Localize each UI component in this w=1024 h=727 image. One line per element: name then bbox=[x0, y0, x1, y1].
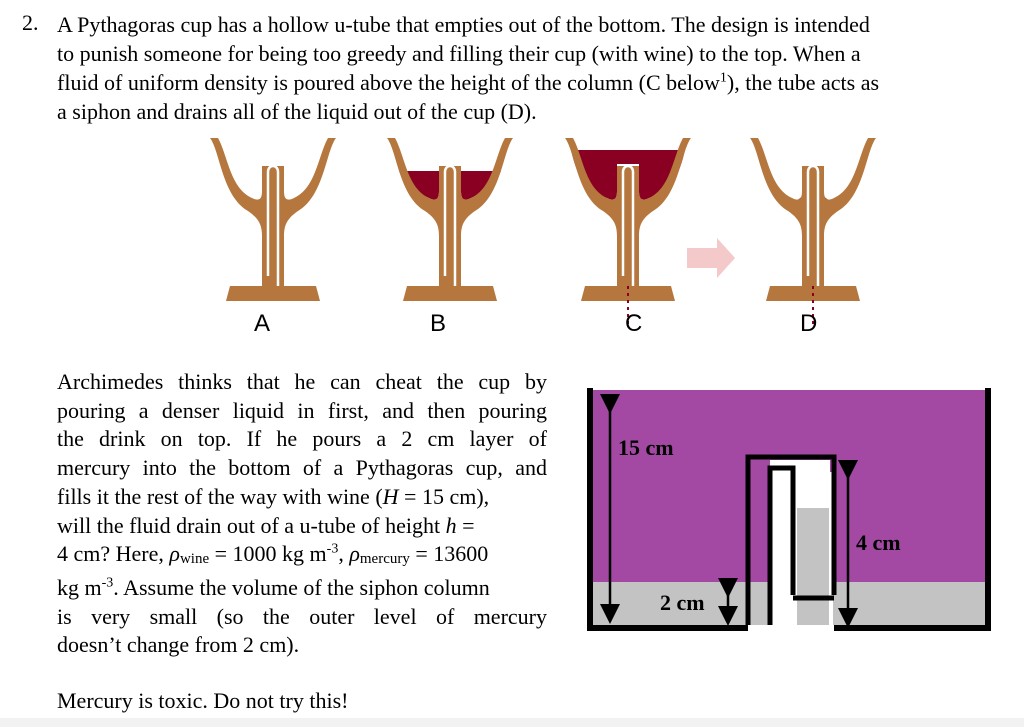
intro-line-1: A Pythagoras cup has a hollow u-tube tha… bbox=[57, 12, 870, 37]
para-line-2: pouring a denser liquid in first, and th… bbox=[57, 397, 547, 423]
exponent-1: -3 bbox=[326, 541, 339, 557]
label-4cm: 4 cm bbox=[856, 530, 901, 555]
intro-line-3: fluid of uniform density is poured above… bbox=[57, 68, 1012, 97]
cup-label-a: A bbox=[254, 310, 270, 337]
cup-label-b: B bbox=[430, 310, 446, 337]
para-line-5b: = 15 cm), bbox=[398, 483, 490, 509]
para-line-9: is very small (so the outer level of mer… bbox=[57, 603, 547, 629]
para-line-3: the drink on top. If he pours a 2 cm lay… bbox=[57, 426, 547, 452]
question-number: 2. bbox=[22, 10, 39, 35]
para-line-7c: , bbox=[338, 541, 350, 567]
para-line-6a: will the fluid drain out of a u-tube of … bbox=[57, 512, 446, 538]
label-2cm: 2 cm bbox=[660, 590, 705, 615]
para-line-6b: = bbox=[456, 512, 475, 538]
question-paragraph: Archimedes thinks that he can cheat the … bbox=[57, 368, 547, 660]
cup-c bbox=[563, 136, 693, 328]
u-tube-inner-wall bbox=[767, 465, 796, 625]
para-line-5a: fills it the rest of the way with wine ( bbox=[57, 483, 383, 509]
cup-label-c: C bbox=[625, 310, 642, 337]
intro-line-4: a siphon and drains all of the liquid ou… bbox=[57, 99, 537, 124]
page-bottom-edge bbox=[0, 718, 1024, 727]
para-line-4: mercury into the bottom of a Pythagoras … bbox=[57, 455, 547, 481]
sub-wine: wine bbox=[179, 551, 210, 568]
footnote-marker: 1 bbox=[719, 70, 727, 86]
container-wall-right-bottom bbox=[834, 388, 991, 631]
symbol-rho-wine: ρ bbox=[169, 541, 180, 567]
u-tube-wall bbox=[745, 454, 837, 625]
cup-label-d: D bbox=[800, 310, 817, 337]
intro-line-3a: fluid of uniform density is poured above… bbox=[57, 70, 720, 95]
transition-arrow bbox=[687, 238, 735, 278]
para-line-6: will the fluid drain out of a u-tube of … bbox=[57, 512, 547, 541]
para-line-8b: . Assume the volume of the siphon column bbox=[113, 574, 490, 600]
para-line-7: 4 cm? Here, ρwine = 1000 kg m-3, ρmercur… bbox=[57, 540, 547, 574]
para-line-8a: kg m bbox=[57, 574, 102, 600]
exponent-2: -3 bbox=[101, 575, 114, 591]
cup-a bbox=[208, 136, 338, 303]
para-line-10: doesn’t change from 2 cm). bbox=[57, 632, 300, 658]
para-line-7d: = 13600 bbox=[409, 541, 489, 567]
para-line-7a: 4 cm? Here, bbox=[57, 541, 170, 567]
intro-line-2: to punish someone for being too greedy a… bbox=[57, 41, 861, 66]
siphon-mercury bbox=[797, 508, 829, 625]
intro-line-3b: ), the tube acts as bbox=[726, 70, 880, 95]
symbol-H: H bbox=[382, 483, 399, 509]
label-15cm: 15 cm bbox=[618, 435, 674, 460]
para-line-7b: = 1000 kg m bbox=[209, 541, 327, 567]
container-wall bbox=[587, 388, 748, 631]
siphon-diagram: 15 cm 2 cm 4 cm bbox=[587, 388, 991, 631]
symbol-h: h bbox=[445, 512, 457, 538]
question-intro: A Pythagoras cup has a hollow u-tube tha… bbox=[57, 10, 1012, 126]
cup-b bbox=[385, 136, 515, 303]
pythagoras-cups-figure: A B C D bbox=[208, 136, 878, 337]
warning-text: Mercury is toxic. Do not try this! bbox=[57, 688, 349, 713]
symbol-rho-mercury: ρ bbox=[349, 541, 360, 567]
cup-d bbox=[748, 136, 878, 328]
sub-mercury: mercury bbox=[359, 551, 410, 568]
para-line-5: fills it the rest of the way with wine (… bbox=[57, 483, 547, 512]
para-line-8: kg m-3. Assume the volume of the siphon … bbox=[57, 574, 547, 603]
para-line-1: Archimedes thinks that he can cheat the … bbox=[57, 369, 547, 394]
